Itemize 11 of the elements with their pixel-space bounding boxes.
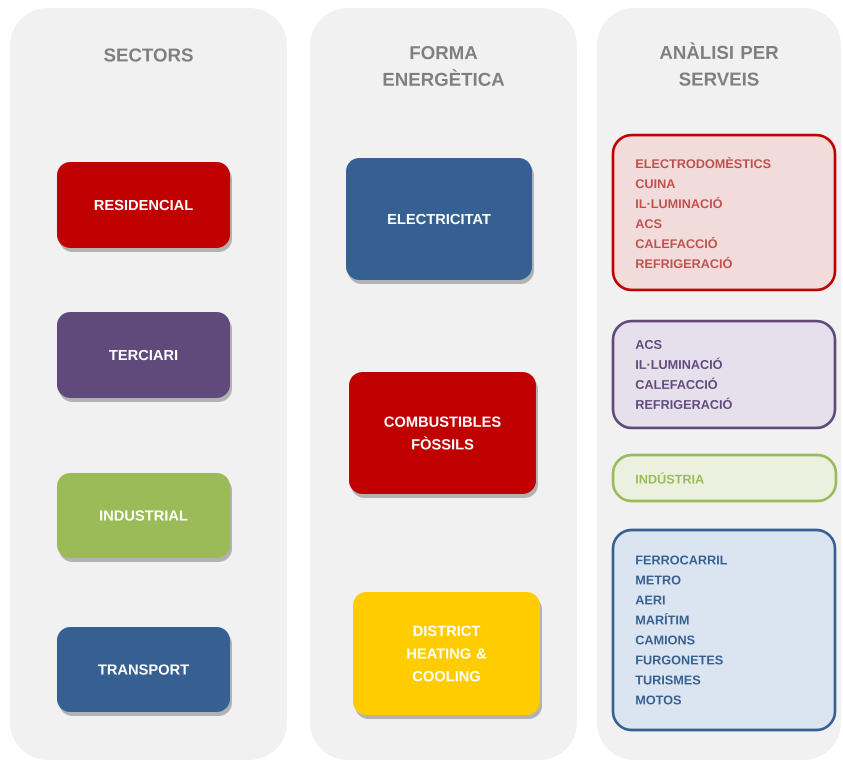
category-box: ELECTRICITAT: [346, 158, 532, 280]
list-box: FERROCARRIL METRO AERI MARÍTIM CAMIONS FURGONETES TURISMES MOTOS: [612, 528, 836, 732]
category-box: DISTRICT HEATING & COOLING: [353, 592, 540, 715]
category-box: TERCIARI: [56, 312, 230, 398]
list-box: INDÚSTRIA: [612, 454, 838, 502]
category-box: RESIDENCIAL: [56, 162, 230, 248]
list-box: ELECTRODOMÈSTICS CUINA IL·LUMINACIÓ ACS CALEFACCIÓ REFRIGERACIÓ: [612, 134, 836, 292]
category-box: COMBUSTIBLES FÒSSILS: [349, 372, 536, 494]
category-box: INDUSTRIAL: [56, 472, 230, 558]
list-box: ACS IL·LUMINACIÓ CALEFACCIÓ REFRIGERACIÓ: [612, 320, 836, 430]
category-box: TRANSPORT: [56, 626, 230, 712]
